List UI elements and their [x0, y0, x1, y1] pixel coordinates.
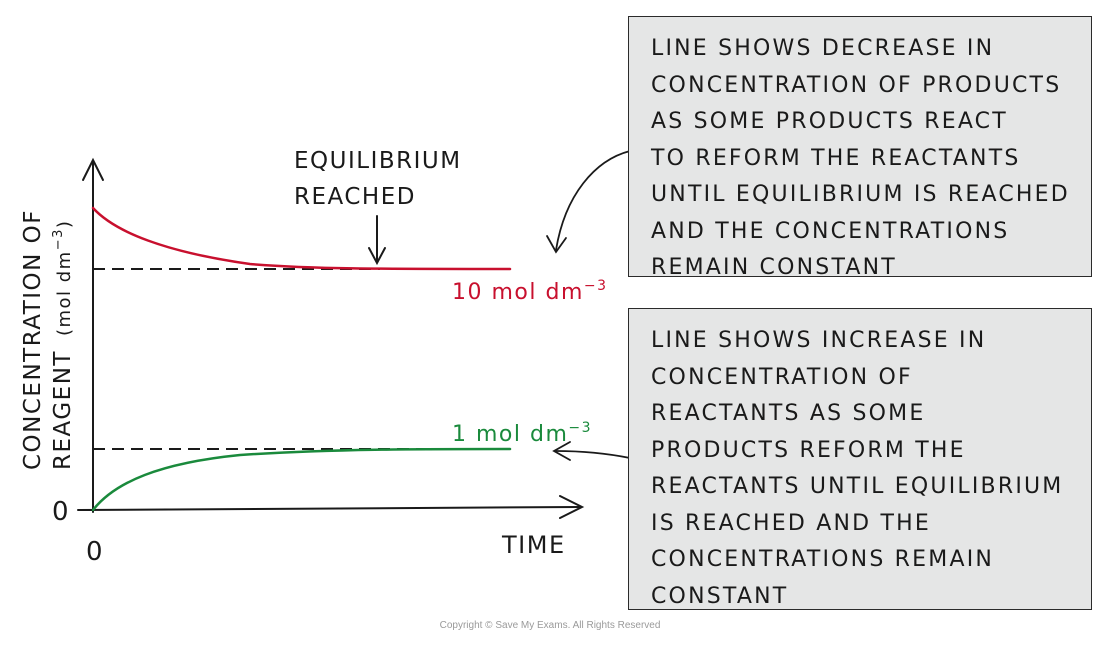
y-axis-label-line2: REAGENT (mol dm−3) — [50, 220, 76, 470]
note-line: CONSTANT — [651, 583, 789, 609]
reactants-exponent: −3 — [568, 420, 592, 436]
products-value: 10 mol dm — [452, 280, 584, 305]
reactants-value-label: 1 mol dm−3 — [452, 420, 592, 447]
y-axis-arrowhead — [82, 157, 104, 181]
note-line: REACTANTS AS SOME — [651, 401, 926, 426]
x-axis-label: TIME — [501, 531, 566, 559]
note-line: CONCENTRATION OF PRODUCTS — [651, 72, 1062, 98]
y-unit-close: ) — [54, 220, 75, 229]
reactants-curve — [91, 447, 512, 512]
top-note-pointer — [546, 145, 639, 254]
note-line: REMAIN CONSTANT — [651, 255, 897, 280]
equilibrium-label-line1: EQUILIBRIUM — [294, 148, 462, 174]
origin-y-label: 0 — [52, 497, 70, 527]
products-note-box: LINE SHOWS DECREASE IN CONCENTRATION OF … — [628, 16, 1092, 280]
x-axis-arrowhead — [559, 495, 585, 519]
note-line: AS SOME PRODUCTS REACT — [651, 109, 1008, 134]
note-line: PRODUCTS REFORM THE — [651, 437, 966, 463]
reactants-note-box: LINE SHOWS INCREASE IN CONCENTRATION OF … — [628, 308, 1092, 610]
y-unit-exponent: −3 — [51, 228, 66, 250]
note-line: LINE SHOWS DECREASE IN — [651, 36, 995, 61]
note-line: UNTIL EQUILIBRIUM IS REACHED — [651, 182, 1070, 207]
products-value-label: 10 mol dm−3 — [452, 278, 608, 305]
note-line: CONCENTRATION OF — [651, 364, 913, 390]
note-line: AND THE CONCENTRATIONS — [651, 218, 1010, 244]
x-axis — [79, 506, 581, 511]
reactants-value: 1 mol dm — [452, 422, 568, 447]
equilibrium-arrow — [368, 215, 386, 266]
y-axis-label: CONCENTRATION OF REAGENT (mol dm−3) — [20, 209, 76, 470]
copyright-notice: Copyright © Save My Exams. All Rights Re… — [439, 620, 661, 631]
note-line: IS REACHED AND THE — [651, 510, 931, 536]
note-line: REACTANTS UNTIL EQUILIBRIUM — [651, 474, 1064, 499]
equilibrium-label-line2: REACHED — [294, 184, 416, 210]
note-line: CONCENTRATIONS REMAIN — [651, 547, 995, 572]
y-axis-label-line1: CONCENTRATION OF — [20, 209, 46, 470]
axes — [77, 157, 585, 519]
y-unit: (mol dm — [54, 250, 75, 336]
y-label-reagent: REAGENT — [50, 350, 76, 470]
products-curve — [91, 206, 512, 271]
origin-x-label: 0 — [86, 537, 104, 567]
products-exponent: −3 — [584, 278, 608, 294]
note-line: LINE SHOWS INCREASE IN — [651, 328, 987, 353]
note-line: TO REFORM THE REACTANTS — [651, 145, 1021, 171]
